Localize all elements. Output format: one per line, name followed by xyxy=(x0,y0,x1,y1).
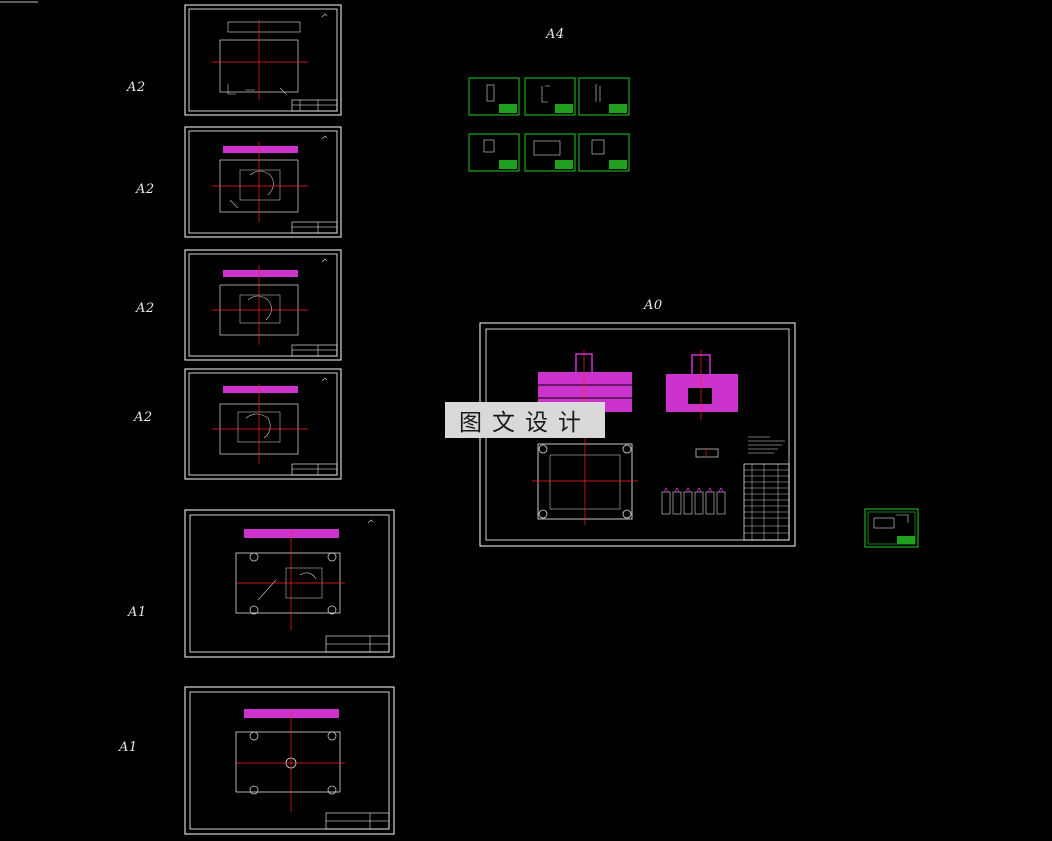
drawing-sheet-6[interactable] xyxy=(184,686,395,835)
assembly-punch-row xyxy=(661,487,726,515)
sheet-size-label-a4-group: A4 xyxy=(546,27,565,42)
small-detail-sheet[interactable] xyxy=(864,508,919,548)
drawing-sheet-5[interactable] xyxy=(184,509,395,658)
a4-sheet-2[interactable] xyxy=(524,77,576,116)
assembly-part-detail xyxy=(695,448,719,458)
a4-sheet-1[interactable] xyxy=(468,77,520,116)
sheet-size-label-6: A1 xyxy=(119,740,138,755)
assembly-plan-view xyxy=(532,438,638,525)
drawing-sheet-4[interactable] xyxy=(184,368,342,480)
a4-sheet-4[interactable] xyxy=(468,133,520,172)
drawing-sheet-1[interactable] xyxy=(184,4,342,116)
assembly-parts-list xyxy=(743,463,790,541)
sheet-size-label-4: A2 xyxy=(134,410,153,425)
sheet-size-label-1: A2 xyxy=(127,80,146,95)
drawing-sheet-3[interactable] xyxy=(184,249,342,361)
drawing-sheet-2[interactable] xyxy=(184,126,342,238)
sheet-size-label-3: A2 xyxy=(136,301,155,316)
a4-sheet-6[interactable] xyxy=(578,133,630,172)
assembly-tech-notes xyxy=(748,436,785,454)
watermark-banner: 图文设计 xyxy=(445,402,605,438)
a4-sheet-3[interactable] xyxy=(578,77,630,116)
a4-sheet-5[interactable] xyxy=(524,133,576,172)
sheet-size-label-2: A2 xyxy=(136,182,155,197)
assembly-side-section xyxy=(666,350,738,420)
sheet-size-label-5: A1 xyxy=(128,605,147,620)
sheet-size-label-a0: A0 xyxy=(644,298,663,313)
